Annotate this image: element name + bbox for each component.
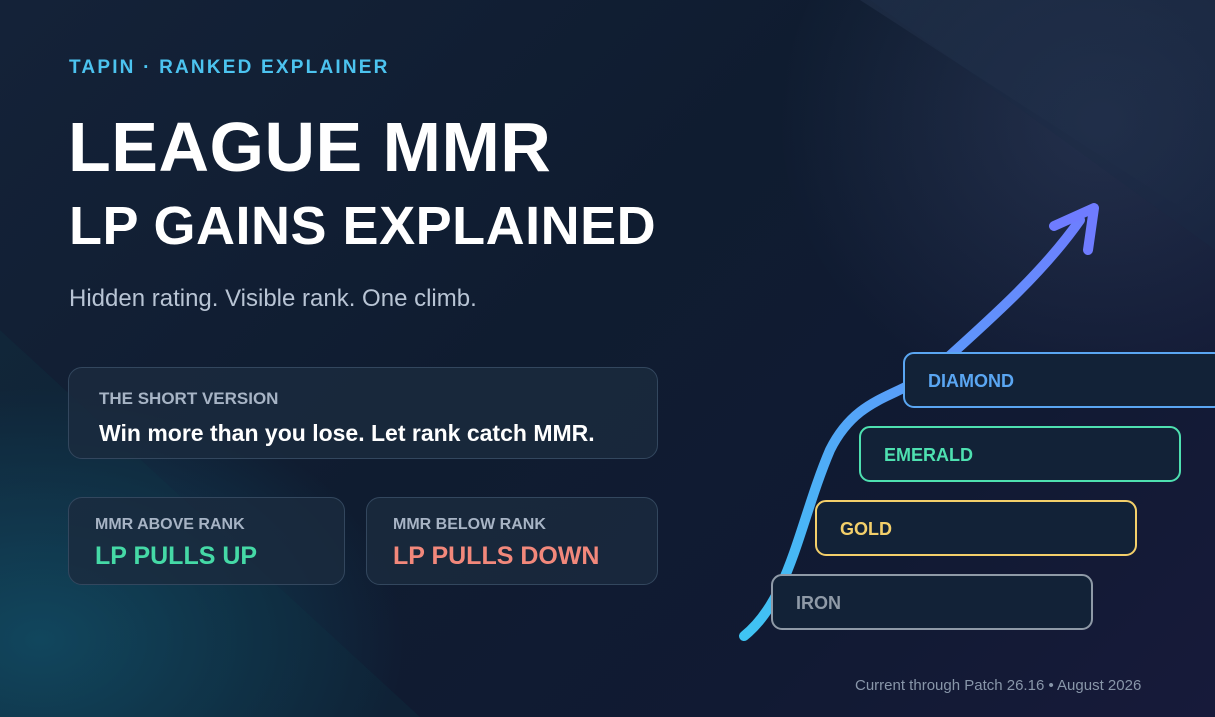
mmr-below-value: LP PULLS DOWN (393, 542, 600, 570)
short-version-card: THE SHORT VERSION Win more than you lose… (68, 367, 658, 459)
tier-label: EMERALD (884, 445, 973, 465)
short-version-label: THE SHORT VERSION (99, 389, 279, 408)
tier-diamond: DIAMOND (903, 352, 1215, 408)
tier-gold: GOLD (815, 500, 1137, 556)
short-version-text: Win more than you lose. Let rank catch M… (99, 420, 595, 446)
tier-label: IRON (796, 593, 841, 613)
kicker: TAPIN · RANKED EXPLAINER (69, 57, 390, 78)
page-subtitle-heading: LP GAINS EXPLAINED (69, 196, 657, 256)
mmr-below-card: MMR BELOW RANK LP PULLS DOWN (366, 497, 658, 585)
footer-note: Current through Patch 26.16 • August 202… (855, 677, 1142, 694)
tier-label: GOLD (840, 519, 892, 539)
tier-iron: IRON (771, 574, 1093, 630)
page-title: LEAGUE MMR (68, 108, 552, 186)
tier-label: DIAMOND (928, 371, 1014, 391)
mmr-above-card: MMR ABOVE RANK LP PULLS UP (68, 497, 345, 585)
tagline: Hidden rating. Visible rank. One climb. (69, 285, 477, 312)
tier-emerald: EMERALD (859, 426, 1181, 482)
mmr-below-label: MMR BELOW RANK (393, 516, 546, 533)
mmr-above-value: LP PULLS UP (95, 542, 258, 570)
mmr-above-label: MMR ABOVE RANK (95, 516, 245, 533)
